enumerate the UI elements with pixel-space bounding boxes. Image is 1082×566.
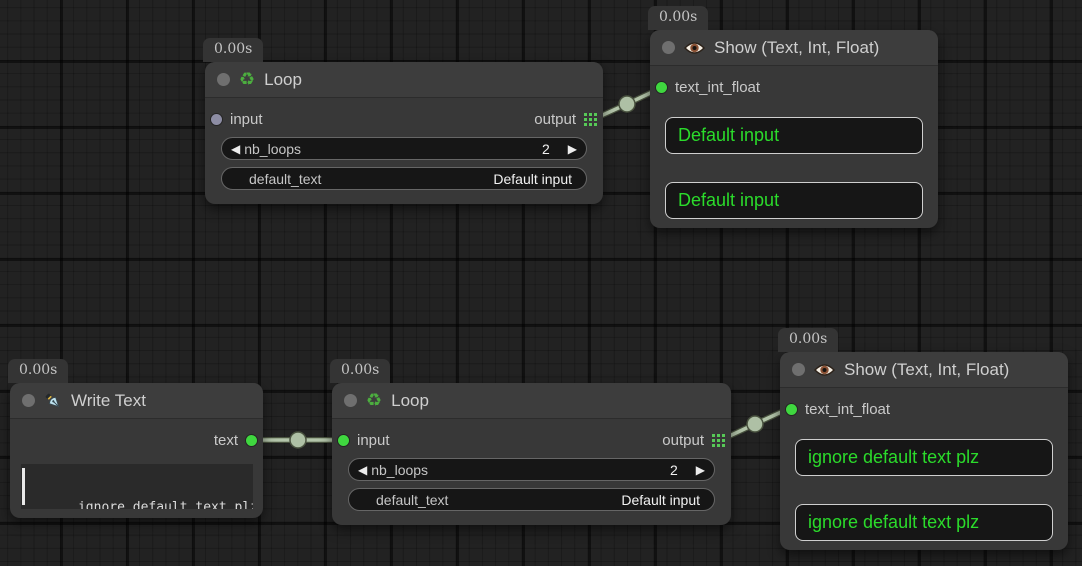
execution-time-badge: 0.00s: [8, 359, 69, 383]
widget-name: nb_loops: [244, 140, 302, 157]
show-value-text: ignore default text plz: [808, 512, 980, 532]
text-input-area[interactable]: ignore default text plz: [21, 464, 253, 509]
widget-nb-loops[interactable]: ◀ nb_loops 2 ▶: [221, 137, 587, 160]
node-show-top[interactable]: 0.00s Show (Text, Int, Float) text_int_f…: [648, 6, 938, 228]
widget-name: default_text: [376, 491, 449, 508]
node-show-bottom[interactable]: 0.00s Show (Text, Int, Float) text_int_f…: [778, 328, 1068, 550]
text-content: ignore default text plz: [77, 500, 253, 509]
show-value-box[interactable]: ignore default text plz: [795, 439, 1053, 476]
widget-value: 2: [669, 461, 678, 478]
decrement-arrow-icon[interactable]: ◀: [231, 141, 241, 156]
show-value-text: Default input: [678, 125, 780, 145]
text-caret: [22, 468, 25, 505]
slot-row: input output: [332, 429, 731, 451]
show-value-text: Default input: [678, 190, 780, 210]
input-slot-label: input: [357, 431, 390, 449]
node-header[interactable]: Write Text: [10, 383, 263, 419]
decrement-arrow-icon[interactable]: ◀: [358, 462, 368, 477]
slot-row: input output: [205, 108, 603, 130]
increment-arrow-icon[interactable]: ▶: [567, 141, 577, 156]
show-value-box[interactable]: Default input: [665, 117, 923, 154]
output-slot-label: output: [534, 110, 576, 128]
collapse-dot[interactable]: [217, 73, 230, 86]
node-header[interactable]: Show (Text, Int, Float): [780, 352, 1068, 388]
increment-arrow-icon[interactable]: ▶: [695, 462, 705, 477]
node-title: Write Text: [71, 390, 146, 410]
slot-row: text_int_float: [780, 398, 1068, 420]
recycle-icon: ♻: [366, 389, 383, 411]
widget-default-text[interactable]: default_text Default input: [221, 167, 587, 190]
input-slot-label: text_int_float: [805, 400, 891, 418]
input-slot-dot[interactable]: [211, 113, 222, 125]
widget-nb-loops[interactable]: ◀ nb_loops 2 ▶: [348, 458, 715, 481]
input-slot-label: input: [230, 110, 263, 128]
node-title: Loop: [264, 69, 302, 89]
node-write-text[interactable]: 0.00s Write Text text: [8, 359, 263, 518]
collapse-dot[interactable]: [662, 41, 675, 54]
slot-row: text: [10, 429, 263, 451]
output-grid-icon[interactable]: [712, 433, 725, 447]
node-header[interactable]: ♻ Loop: [205, 62, 603, 98]
collapse-dot[interactable]: [792, 363, 805, 376]
output-slot-label: text: [213, 431, 238, 449]
node-title: Loop: [391, 390, 429, 410]
pen-icon: [44, 392, 62, 410]
node-header[interactable]: ♻ Loop: [332, 383, 731, 419]
input-slot-dot[interactable]: [786, 403, 797, 415]
widget-value: Default input: [621, 491, 700, 508]
reroute-dot[interactable]: [618, 95, 636, 113]
execution-time-badge: 0.00s: [648, 6, 709, 30]
node-title: Show (Text, Int, Float): [844, 359, 1010, 379]
output-slot-label: output: [662, 431, 704, 449]
collapse-dot[interactable]: [344, 394, 357, 407]
output-slot-dot[interactable]: [246, 434, 257, 446]
input-slot-dot[interactable]: [656, 81, 667, 93]
slot-row: text_int_float: [650, 76, 938, 98]
node-title: Show (Text, Int, Float): [714, 37, 880, 57]
node-loop-top[interactable]: 0.00s ♻ Loop input output ◀ nb_loops 2 ▶…: [203, 38, 603, 204]
node-loop-bottom[interactable]: 0.00s ♻ Loop input output ◀ nb_loops 2 ▶…: [330, 359, 731, 525]
recycle-icon: ♻: [239, 68, 256, 90]
execution-time-badge: 0.00s: [330, 359, 391, 383]
widget-value: 2: [541, 140, 550, 157]
eye-icon: [814, 363, 835, 377]
execution-time-badge: 0.00s: [778, 328, 839, 352]
node-header[interactable]: Show (Text, Int, Float): [650, 30, 938, 66]
input-slot-label: text_int_float: [675, 78, 761, 96]
show-value-box[interactable]: Default input: [665, 182, 923, 219]
execution-time-badge: 0.00s: [203, 38, 264, 62]
reroute-dot[interactable]: [746, 415, 764, 433]
eye-icon: [684, 41, 705, 55]
collapse-dot[interactable]: [22, 394, 35, 407]
widget-name: default_text: [249, 170, 322, 187]
show-value-box[interactable]: ignore default text plz: [795, 504, 1053, 541]
widget-default-text[interactable]: default_text Default input: [348, 488, 715, 511]
input-slot-dot[interactable]: [338, 434, 349, 446]
widget-value: Default input: [493, 170, 572, 187]
reroute-dot[interactable]: [289, 431, 307, 449]
show-value-text: ignore default text plz: [808, 447, 980, 467]
output-grid-icon[interactable]: [584, 112, 597, 126]
widget-name: nb_loops: [371, 461, 429, 478]
